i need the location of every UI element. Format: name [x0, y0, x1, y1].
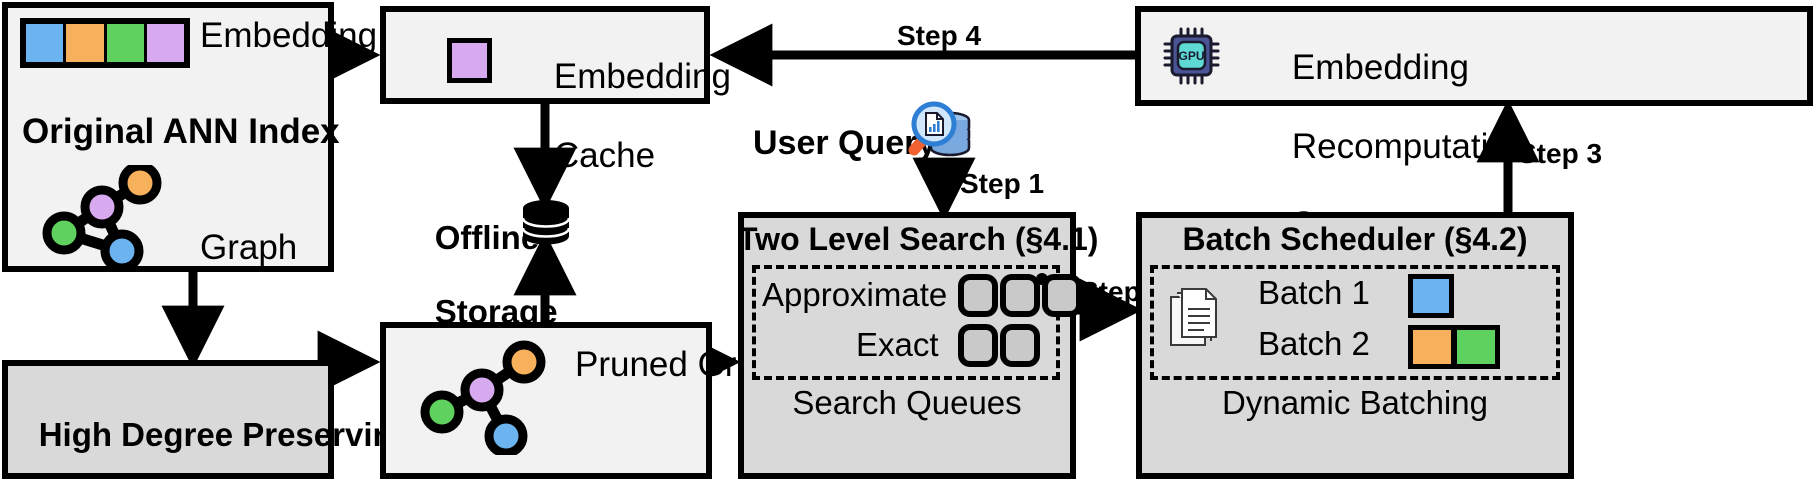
search-slot-approximate-2 [1000, 274, 1040, 317]
original-graph-illustration [42, 165, 162, 270]
batch-2-label: Batch 2 [1258, 325, 1370, 362]
embedding-cell-blue [26, 24, 67, 62]
query-magnifier-database-icon [908, 101, 971, 157]
batch-1-item-blue [1408, 274, 1454, 318]
graph-pruning-box[interactable] [2, 360, 334, 479]
documents-stack-icon [1170, 288, 1217, 346]
two-level-search-title: Two Level Search (§4.1) [738, 221, 1099, 257]
svg-text:GPU: GPU [1178, 49, 1204, 63]
embedding-recomputation-server-box[interactable] [1135, 6, 1813, 106]
embedding-strip [20, 18, 190, 68]
dynamic-batching-dashed-area [1150, 265, 1560, 380]
search-queues-footer: Search Queues [792, 384, 1022, 421]
embedding-cell-green [106, 24, 147, 62]
embedding-cache-title-line1: Embedding [553, 57, 731, 97]
search-row-approximate-label: Approximate [762, 276, 948, 313]
graph-pruning-title: High Degree Preserving Graph Pruning (§5… [2, 380, 413, 481]
batch-2-item-green [1454, 325, 1500, 369]
server-title-line2: Recomputation [1291, 126, 1528, 166]
embedding-cache-title: Embedding Cache [515, 18, 731, 214]
original-ann-index-title: Original ANN Index [22, 112, 340, 151]
search-slot-exact-2 [1000, 324, 1040, 367]
gpu-chip-icon: GPU [1163, 27, 1220, 85]
batch-scheduler-title: Batch Scheduler (§4.2) [1182, 221, 1528, 257]
graph-pruning-line1: High Degree Preserving [38, 415, 413, 453]
dynamic-batching-footer: Dynamic Batching [1222, 384, 1488, 421]
embedding-cache-swatch [447, 38, 492, 83]
embedding-recomputation-server-title: Embedding Recomputation Server [1253, 9, 1527, 283]
embedding-cell-orange [66, 24, 107, 62]
step1-label: Step 1 [960, 168, 1045, 199]
graph-label: Graph [200, 228, 298, 267]
embedding-cache-title-line2: Cache [553, 135, 656, 175]
server-title-line1: Embedding [1291, 48, 1469, 88]
search-queues-dashed-area [752, 265, 1060, 380]
batch-scheduler-box[interactable] [1136, 212, 1574, 479]
search-slot-approximate-3 [1042, 274, 1082, 317]
search-slot-approximate-1 [958, 274, 998, 317]
batch-1-label: Batch 1 [1258, 274, 1370, 311]
embedding-cell-purple [146, 24, 184, 62]
embedding-label: Embedding [200, 16, 378, 55]
search-row-exact-label: Exact [856, 326, 939, 363]
step4-label: Step 4 [897, 20, 982, 51]
step3-label: Step 3 [1518, 138, 1603, 169]
embedding-cache-box[interactable] [380, 6, 710, 104]
database-cylinder-icon [521, 200, 571, 245]
offline-storage-line1: Offline [434, 218, 540, 256]
search-slot-exact-1 [958, 324, 998, 367]
two-level-search-box[interactable] [738, 212, 1076, 479]
pruned-graph-illustration [420, 340, 546, 455]
batch-2-item-orange [1408, 325, 1454, 369]
